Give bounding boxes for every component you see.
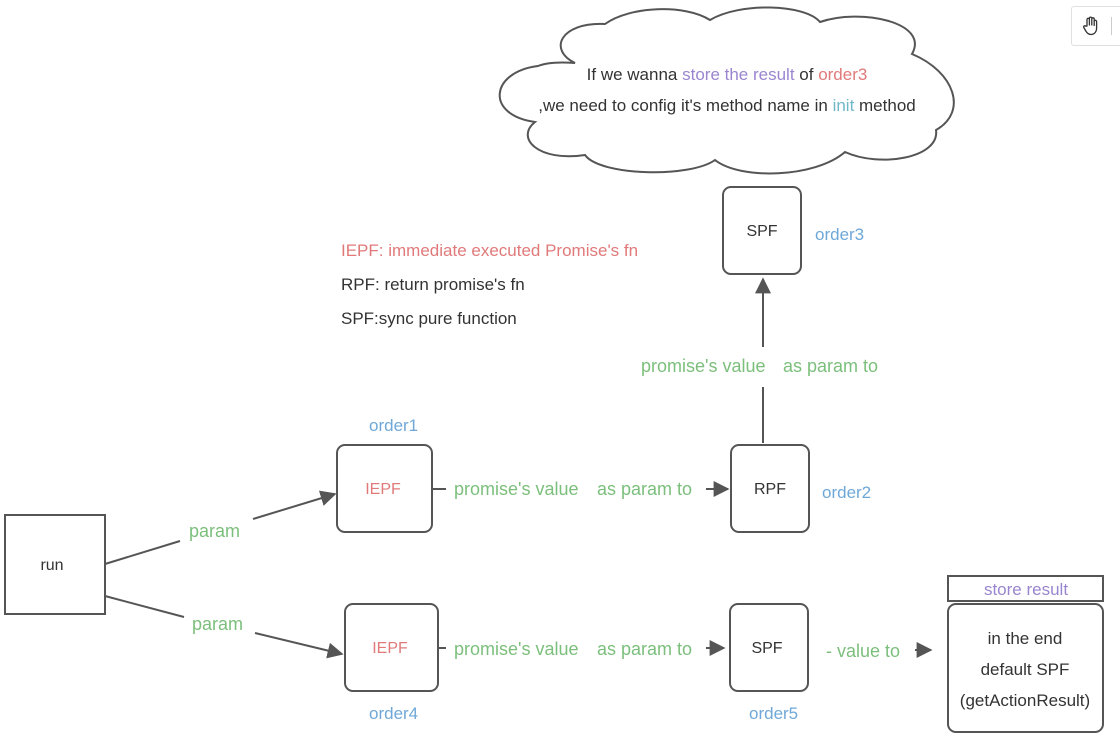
store-result-label: store result xyxy=(984,580,1068,599)
order5-node[interactable] xyxy=(729,603,809,692)
result-node[interactable] xyxy=(947,603,1104,733)
result-line-1: in the end xyxy=(988,629,1063,648)
toolbar-separator xyxy=(1111,17,1112,35)
edge-bottom-label-b: as param to xyxy=(597,639,692,659)
hand-icon[interactable] xyxy=(1082,16,1100,36)
edge-run-to-order4-a xyxy=(104,595,185,618)
order4-label: order4 xyxy=(369,704,418,723)
cloud-line-2: ,we need to config it's method name in i… xyxy=(538,96,915,115)
cloud-line-2-seg-0: ,we need to config it's method name in xyxy=(538,96,832,115)
edge-param-bottom: param xyxy=(192,614,243,634)
run-node-label: run xyxy=(40,557,63,574)
order1-node-label: IEPF xyxy=(365,481,401,498)
order1-label: order1 xyxy=(369,416,418,435)
edge-value-to-label: - value to xyxy=(826,641,900,661)
edge-run-to-order1-a xyxy=(104,540,181,565)
result-line-3: (getActionResult) xyxy=(960,691,1090,710)
run-node[interactable] xyxy=(4,514,106,615)
order2-node[interactable] xyxy=(730,444,810,533)
edge-param-top: param xyxy=(189,521,240,541)
order3-node[interactable] xyxy=(722,186,802,275)
order3-label: order3 xyxy=(815,225,864,244)
canvas-toolbar xyxy=(1071,6,1120,46)
cloud-line-1-seg-1: store the result xyxy=(682,65,795,84)
edge-run-to-order1-b xyxy=(252,490,337,520)
edge-bottom-label-a: promise's value xyxy=(454,639,579,659)
edge-vertical-label-b: as param to xyxy=(783,356,878,376)
legend-rpf: RPF: return promise's fn xyxy=(341,275,525,294)
result-line-2: default SPF xyxy=(981,660,1070,679)
cloud-line-2-seg-1: init xyxy=(833,96,855,115)
cloud-line-1-seg-3: order3 xyxy=(818,65,867,84)
edge-top-label-b: as param to xyxy=(597,479,692,499)
order2-node-label: RPF xyxy=(754,481,786,498)
order5-label: order5 xyxy=(749,704,798,723)
edge-run-to-order4-b xyxy=(254,632,344,659)
order2-label: order2 xyxy=(822,483,871,502)
cloud-shape xyxy=(498,6,955,175)
legend-spf: SPF:sync pure function xyxy=(341,309,517,328)
store-result-header[interactable] xyxy=(947,575,1104,602)
edge-top-label-a: promise's value xyxy=(454,479,579,499)
legend-iepf: IEPF: immediate executed Promise's fn xyxy=(341,241,638,260)
edge-vertical-label-a: promise's value xyxy=(641,356,766,376)
cloud-line-1-seg-0: If we wanna xyxy=(587,65,682,84)
cloud-line-2-seg-2: method xyxy=(854,96,915,115)
order5-node-label: SPF xyxy=(751,640,782,657)
order3-node-label: SPF xyxy=(746,223,777,240)
order4-node-label: IEPF xyxy=(372,640,408,657)
cloud-line-1: If we wanna store the result of order3 xyxy=(587,65,868,84)
cloud-line-1-seg-2: of xyxy=(795,65,819,84)
